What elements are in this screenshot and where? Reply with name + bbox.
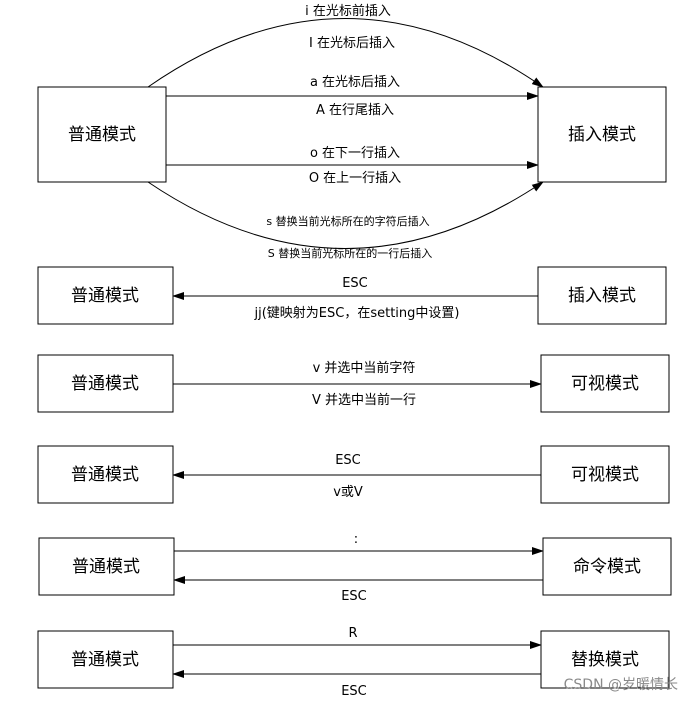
d2-label-above: ESC xyxy=(342,276,368,291)
normal-mode-label: 普通模式 xyxy=(68,125,136,145)
d4-label-below: v或V xyxy=(333,485,363,500)
line2-label-above: o 在下一行插入 xyxy=(310,146,400,161)
d4-visual-mode-label: 可视模式 xyxy=(571,465,639,485)
d2-normal-mode-box xyxy=(37,266,174,325)
d5-label-below: ESC xyxy=(341,589,367,604)
normal-mode-box xyxy=(37,86,167,183)
d4-normal-mode-box xyxy=(37,445,174,504)
d5-command-mode-box xyxy=(542,537,672,596)
d3-visual-mode-box xyxy=(540,354,670,413)
line1-label-below: A 在行尾插入 xyxy=(316,103,394,118)
diagram-visual-to-normal: 普通模式 可视模式 ESC v或V xyxy=(37,445,670,504)
d5-normal-mode-label: 普通模式 xyxy=(72,557,140,577)
diagram-normal-replace: 普通模式 替换模式 R ESC xyxy=(37,626,670,699)
d6-replace-mode-label: 替换模式 xyxy=(571,650,639,670)
d4-visual-mode-box xyxy=(540,445,670,504)
d2-label-below: jj(键映射为ESC，在setting中设置) xyxy=(254,305,460,321)
arc-bottom-arrow xyxy=(147,181,544,249)
d6-normal-mode-box xyxy=(37,630,174,689)
d2-insert-mode-box xyxy=(537,266,667,325)
d2-insert-mode-label: 插入模式 xyxy=(568,286,636,306)
arc-bottom-label-2: S 替换当前光标所在的一行后插入 xyxy=(268,246,432,260)
d6-replace-mode-box xyxy=(540,630,670,689)
d3-normal-mode-label: 普通模式 xyxy=(71,374,139,394)
watermark: CSDN @岁暖情长 xyxy=(564,677,678,693)
d3-label-above: v 并选中当前字符 xyxy=(313,360,416,376)
d6-normal-mode-label: 普通模式 xyxy=(71,650,139,670)
diagram-insert-to-normal: 普通模式 插入模式 ESC jj(键映射为ESC，在setting中设置) xyxy=(37,266,667,325)
diagram-normal-to-visual: 普通模式 可视模式 v 并选中当前字符 V 并选中当前一行 xyxy=(37,354,670,413)
d5-label-above: : xyxy=(354,532,358,547)
d5-normal-mode-box xyxy=(38,537,175,596)
arc-top-arrow xyxy=(147,18,544,88)
diagram-normal-to-insert: 普通模式 插入模式 i 在光标前插入 I 在光标后插入 a 在光标后插入 A 在… xyxy=(37,3,667,260)
d3-normal-mode-box xyxy=(37,354,174,413)
arc-bottom-label-1: s 替换当前光标所在的字符后插入 xyxy=(266,214,429,228)
arc-top-label-1: i 在光标前插入 xyxy=(305,3,391,19)
line1-label-above: a 在光标后插入 xyxy=(310,75,400,90)
d6-label-above: R xyxy=(348,626,357,641)
d4-normal-mode-label: 普通模式 xyxy=(71,465,139,485)
d3-label-below: V 并选中当前一行 xyxy=(312,392,416,408)
insert-mode-box xyxy=(537,86,667,183)
diagram-normal-command: 普通模式 命令模式 : ESC xyxy=(38,532,672,604)
d2-normal-mode-label: 普通模式 xyxy=(71,286,139,306)
arc-top-label-2: I 在光标后插入 xyxy=(309,36,395,51)
d3-visual-mode-label: 可视模式 xyxy=(571,374,639,394)
line2-label-below: O 在上一行插入 xyxy=(309,171,401,186)
d6-label-below: ESC xyxy=(341,684,367,699)
d5-command-mode-label: 命令模式 xyxy=(573,557,641,577)
insert-mode-label: 插入模式 xyxy=(568,125,636,145)
d4-label-above: ESC xyxy=(335,453,361,468)
